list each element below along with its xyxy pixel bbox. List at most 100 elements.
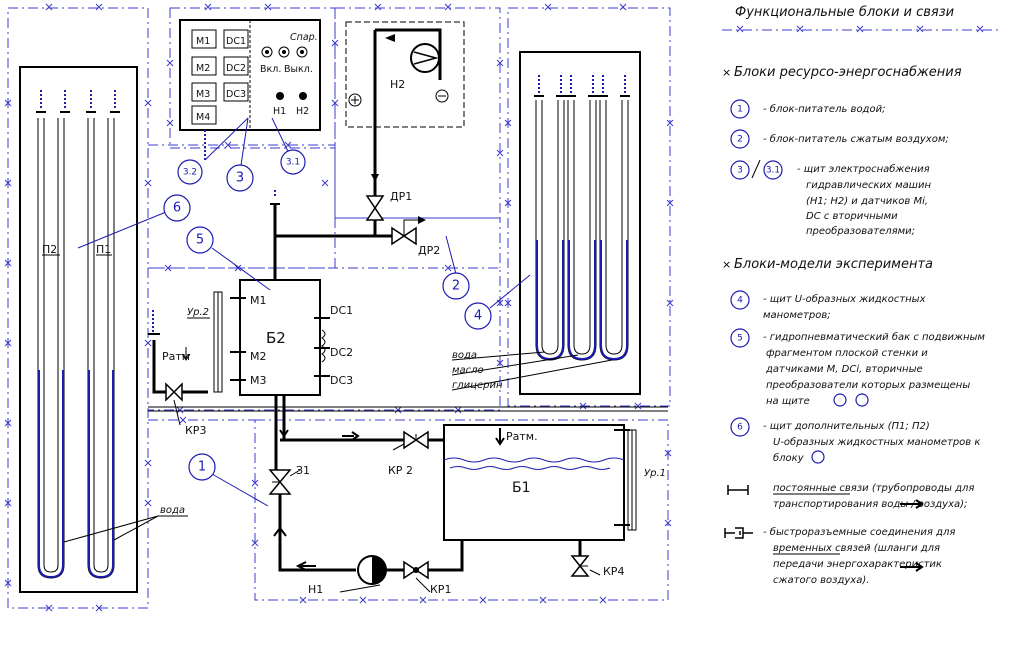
- legend-item-4-line2: манометров;: [763, 310, 831, 321]
- h2-switch-label: H2: [296, 106, 309, 117]
- legend-item-2: - блок-питатель сжатым воздухом;: [763, 133, 949, 145]
- dc-label-dc2: DC2: [226, 63, 246, 74]
- callout-3-main: 3: [236, 171, 244, 186]
- label-dc2: DC2: [330, 346, 353, 359]
- label-glycerin: глицерин: [452, 380, 503, 391]
- label-oil: масло: [452, 365, 484, 376]
- h1-switch-label: H1: [273, 106, 286, 117]
- legend-item-5-line2: фрагментом плоской стенки и: [766, 348, 928, 359]
- label-dr1: ДР1: [390, 190, 412, 203]
- label-p2: П2: [42, 243, 57, 256]
- label-kr4: КР4: [603, 565, 624, 578]
- label-b1: Б1: [512, 480, 531, 496]
- legend-item-3-line2: гидравлических машин: [806, 180, 931, 191]
- legend-item-5-line4: преобразователи которых размещены: [766, 379, 970, 391]
- label-m2: M2: [250, 350, 267, 363]
- manometer-panel-6: [19, 66, 138, 593]
- label-ur2: Ур.2: [187, 307, 209, 318]
- label-m3: M3: [250, 374, 267, 387]
- label-m1: M1: [250, 294, 267, 307]
- callout-6: [77, 194, 191, 249]
- callout-4-label: 4: [474, 309, 482, 324]
- legend-item-3-line5: преобразователями;: [806, 225, 915, 237]
- callout-5-label: 5: [196, 233, 204, 248]
- label-kr1: КР1: [430, 583, 451, 596]
- meter-label-m2: M2: [196, 63, 210, 74]
- label-z1: З1: [296, 464, 310, 477]
- meter-label-m1: M1: [196, 36, 210, 47]
- label-water-left: вода: [160, 505, 185, 516]
- legend-quick-line1: - быстроразъемные соединения для: [763, 526, 955, 538]
- on-label: Вкл.: [260, 64, 281, 75]
- control-panel-3: [179, 19, 321, 131]
- svg-text:×: ×: [722, 258, 731, 271]
- legend-item-5-line3: датчиками M, DCi, вторичные: [765, 364, 923, 375]
- svg-text:5: 5: [737, 334, 743, 344]
- label-p1: П1: [96, 243, 111, 256]
- callout-2: [442, 235, 470, 300]
- meter-label-m3: M3: [196, 89, 210, 100]
- svg-text:6: 6: [737, 423, 743, 433]
- label-kr2: КР 2: [388, 464, 413, 477]
- valve-dr1: [365, 174, 385, 236]
- dc-label-dc3: DC3: [226, 89, 246, 100]
- water-system: [268, 395, 637, 593]
- callout-5: [186, 226, 271, 291]
- legend-item-5-line1: - гидропневматический бак с подвижным: [763, 331, 985, 343]
- callout-6-label: 6: [173, 201, 181, 216]
- dash-markers: [4, 3, 984, 612]
- callout-3-1: 3.1: [286, 158, 300, 168]
- svg-text:2: 2: [737, 135, 743, 145]
- callout-2-label: 2: [452, 279, 460, 294]
- label-h1: H1: [308, 583, 323, 596]
- tank-b2: [213, 279, 330, 396]
- legend-item-6-line1: - щит дополнительных (П1; П2): [763, 421, 930, 432]
- callout-1: [188, 453, 269, 507]
- valve-dr2: [275, 216, 426, 246]
- label-water: вода: [452, 350, 477, 361]
- legend-section-2: Блоки-модели эксперимента: [734, 257, 933, 272]
- svg-text:1: 1: [737, 105, 743, 115]
- legend-item-4-line1: - щит U-образных жидкостных: [763, 293, 926, 305]
- legend-item-1: - блок-питатель водой;: [763, 103, 885, 115]
- legend-item-3-line4: DC с вторичными: [806, 211, 898, 222]
- legend-title: Функциональные блоки и связи: [735, 5, 954, 20]
- svg-text:3.1: 3.1: [766, 166, 780, 176]
- label-dc3: DC3: [330, 374, 353, 387]
- svg-text:×: ×: [722, 66, 731, 79]
- manometer-panel-4: [519, 51, 641, 395]
- callout-3: [177, 117, 306, 192]
- label-patm: Ратм: [162, 350, 190, 363]
- label-dc1: DC1: [330, 304, 353, 317]
- callout-3-2: 3.2: [183, 168, 197, 178]
- zone-boundaries: [7, 7, 1000, 609]
- meter-label-m4: M4: [196, 112, 210, 123]
- legend-permanent-line1: постоянные связи (трубопроводы для: [773, 482, 974, 494]
- legend-quick-line4: сжатого воздуха).: [773, 575, 869, 586]
- off-label: Выкл.: [284, 64, 313, 75]
- legend-item-3-line1: - щит электроснабжения: [797, 163, 930, 175]
- label-ur1: Ур.1: [644, 468, 666, 479]
- legend-item-6-line3: блоку: [773, 452, 805, 464]
- callout-4: [464, 274, 531, 330]
- legend-item-6-line2: U-образных жидкостных манометров к: [773, 436, 980, 448]
- dc-label-dc1: DC1: [226, 36, 246, 47]
- svg-text:4: 4: [737, 296, 743, 306]
- separator-line: [148, 406, 668, 412]
- legend-section-1: Блоки ресурсо-энергоснабжения: [734, 65, 962, 80]
- compressor-unit: [345, 21, 465, 206]
- kr3-loop: [148, 310, 208, 426]
- label-dr2: ДР2: [418, 244, 440, 257]
- label-kr3: КР3: [185, 424, 206, 437]
- label-patm2: Ратм.: [506, 430, 538, 443]
- callout-1-label: 1: [198, 460, 206, 475]
- legend-item-3-line3: (H1; H2) и датчиков Mi,: [806, 196, 928, 207]
- spare-label: Спар.: [290, 32, 318, 43]
- legend-permanent-line2: транспортирования воды / воздуха);: [773, 499, 967, 510]
- legend-quick-line2: временных связей (шланги для: [773, 543, 940, 554]
- svg-text:3: 3: [737, 166, 743, 176]
- label-h2: H2: [390, 78, 405, 91]
- legend-quick-line3: передачи энергохарактеристик: [773, 559, 942, 570]
- label-b2: Б2: [266, 329, 286, 347]
